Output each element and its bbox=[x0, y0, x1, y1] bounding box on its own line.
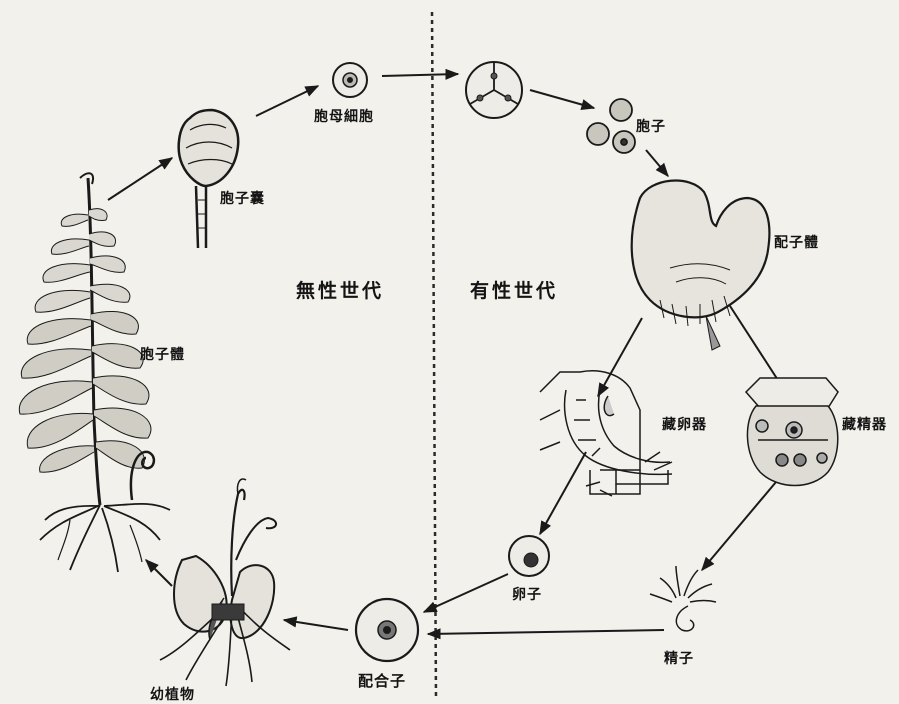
arrow-sporophyte-to-sporangium bbox=[107, 157, 174, 201]
arrow-tetrad-to-spores bbox=[529, 89, 596, 110]
arrow-antheridium-to-sperm bbox=[701, 481, 777, 572]
arrow-zygote-to-young-plant bbox=[282, 616, 349, 631]
sexual-generation-label: 有性世代 bbox=[470, 280, 559, 302]
archegonium-label: 藏卵器 bbox=[662, 417, 707, 433]
spore-mother-cell-label: 胞母細胞 bbox=[314, 109, 374, 125]
sporophyte-fern-drawing bbox=[18, 172, 171, 573]
arrow-egg-to-zygote bbox=[422, 573, 509, 613]
zygote-drawing bbox=[354, 597, 420, 663]
gametophyte-drawing bbox=[630, 179, 771, 351]
arrow-archegonium-to-egg bbox=[539, 451, 587, 536]
young-plant-label: 幼植物 bbox=[150, 687, 195, 703]
spores-drawing bbox=[586, 98, 636, 154]
arrow-mother-cell-to-tetrad bbox=[381, 68, 460, 80]
spore-tetrad-drawing bbox=[465, 61, 523, 119]
zygote-label: 配合子 bbox=[358, 672, 407, 690]
generation-divider bbox=[430, 11, 438, 701]
spore-mother-cell-drawing bbox=[332, 62, 368, 98]
young-plant-drawing bbox=[159, 478, 291, 687]
arrow-young-plant-to-sporophyte bbox=[145, 559, 173, 587]
sporangium-label: 胞子囊 bbox=[220, 191, 265, 207]
sporangium-drawing bbox=[177, 108, 240, 249]
antheridium-drawing bbox=[744, 377, 839, 487]
gametophyte-label: 配子體 bbox=[774, 235, 819, 251]
egg-label: 卵子 bbox=[512, 587, 542, 603]
antheridium-label: 藏精器 bbox=[842, 417, 887, 433]
spores-label: 胞子 bbox=[636, 119, 666, 135]
sperm-label: 精子 bbox=[664, 651, 694, 667]
arrow-gametophyte-to-archegonium bbox=[597, 317, 643, 398]
asexual-generation-label: 無性世代 bbox=[296, 280, 385, 302]
arrow-sperm-to-zygote bbox=[426, 628, 665, 640]
arrow-spores-to-gametophyte bbox=[645, 149, 669, 178]
archegonium-drawing bbox=[539, 370, 673, 497]
arrow-sporangium-to-mother-cell bbox=[255, 85, 320, 117]
egg-drawing bbox=[508, 535, 550, 577]
sperm-drawing bbox=[649, 565, 717, 632]
sporophyte-label: 胞子體 bbox=[140, 347, 185, 363]
